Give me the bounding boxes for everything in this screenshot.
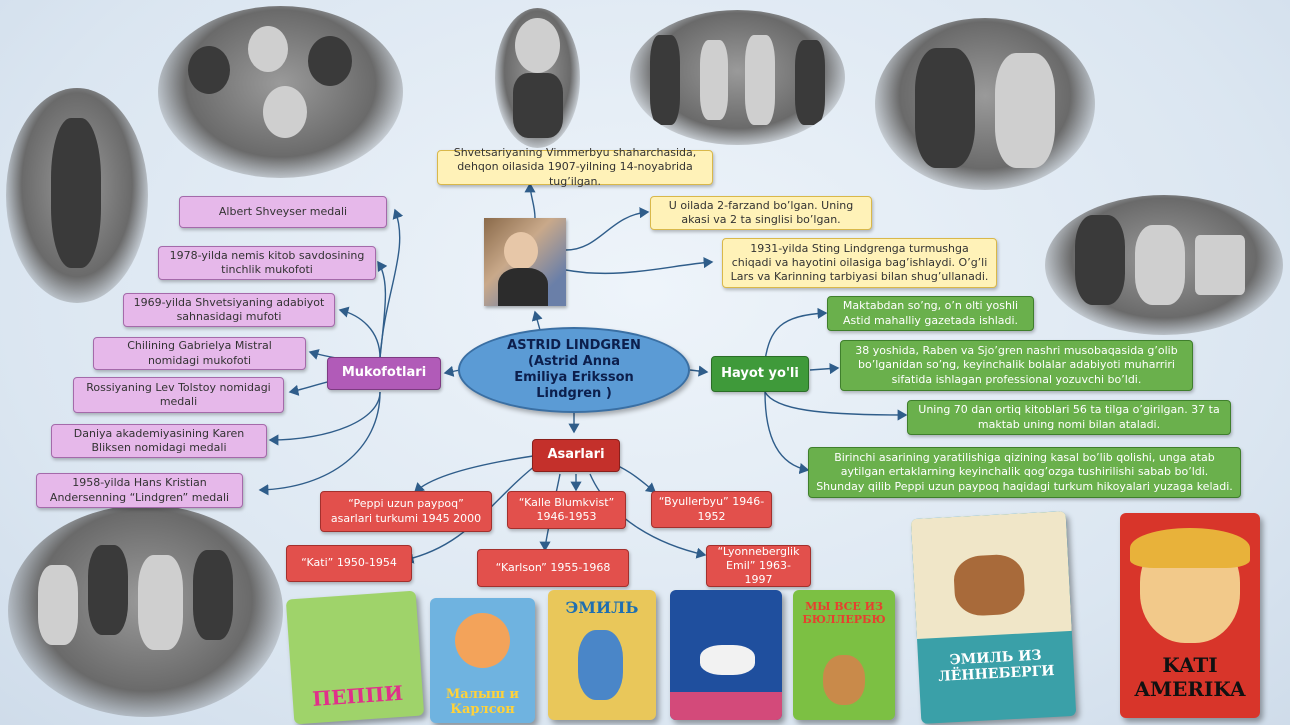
photo-group-top-left (158, 6, 403, 178)
book-cover-title: МЫ ВСЕ ИЗ БЮЛЛЕРБЮ (802, 600, 886, 626)
award-item: 1958-yilda Hans Kristian Andersenning “L… (36, 473, 243, 508)
book-cover: Малыш и Карлсон (430, 598, 535, 723)
work-item: “Kati” 1950-1954 (286, 545, 412, 582)
award-item: 1978-yilda nemis kitob savdosining tinch… (158, 246, 376, 280)
work-item: “Lyonneberglik Emil” 1963-1997 (706, 545, 811, 587)
award-item: Daniya akademiyasining Karen Bliksen nom… (51, 424, 267, 458)
photo-children-group (8, 505, 283, 717)
book-cover-title: ПЕППИ (311, 680, 404, 712)
book-cover-title: KATI AMERIKA (1134, 653, 1246, 701)
central-topic: ASTRID LINDGREN (Astrid Anna Emiliya Eri… (458, 327, 690, 413)
bio-marriage: 1931-yilda Sting Lindgrenga turmushga ch… (722, 238, 997, 288)
life-item: Uning 70 dan ortiq kitoblari 56 ta tilga… (907, 400, 1231, 435)
book-cover: ЭМИЛЬ (548, 590, 656, 720)
bio-birth: Shvetsariyaning Vimmerbyu shaharchasida,… (437, 146, 713, 188)
central-full-name-2: Emiliya Eriksson (514, 370, 634, 385)
book-cover: KATI AMERIKA (1120, 513, 1260, 718)
bio-siblings: U oilada 2-farzand bo’lgan. Uning akasi … (650, 196, 872, 230)
work-item: “Peppi uzun paypoq” asarlari turkumi 194… (320, 491, 492, 532)
central-full-name-1: (Astrid Anna (528, 353, 620, 369)
life-item: Maktabdan so’ng, o’n olti yoshli Astid m… (827, 296, 1034, 331)
central-full-name-3: Lindgren ) (536, 386, 612, 402)
hub-works: Asarlari (532, 439, 620, 472)
central-title: ASTRID LINDGREN (507, 337, 641, 353)
photo-mother-child (1045, 195, 1283, 335)
award-item: Rossiyaning Lev Tolstoy nomidagi medali (73, 377, 284, 413)
photo-couple (875, 18, 1095, 190)
work-item: “Byullerbyu” 1946-1952 (651, 491, 772, 528)
hub-life-path: Hayot yo'li (711, 356, 809, 392)
book-cover: ЭМИЛЬ ИЗ ЛЁННЕБЕРГИ (910, 511, 1077, 724)
life-item: Birinchi asarining yaratilishiga qizinin… (808, 447, 1241, 498)
life-item: 38 yoshida, Raben va Sjo’gren nashri mus… (840, 340, 1193, 391)
photo-family (630, 10, 845, 145)
hub-awards: Mukofotlari (327, 357, 441, 390)
work-item: “Kalle Blumkvist” 1946-1953 (507, 491, 626, 529)
book-cover-title: ЭМИЛЬ ИЗ ЛЁННЕБЕРГИ (937, 647, 1055, 685)
photo-statue (6, 88, 148, 303)
award-item: Albert Shveyser medali (179, 196, 387, 228)
work-item: “Karlson” 1955-1968 (477, 549, 629, 587)
award-item: Chilining Gabrielya Mistral nomidagi muk… (93, 337, 306, 370)
portrait-photo (484, 218, 566, 306)
award-item: 1969-yilda Shvetsiyaning adabiyot sahnas… (123, 293, 335, 327)
book-cover (670, 590, 782, 720)
book-cover-title: Малыш и Карлсон (445, 687, 520, 717)
book-cover: ПЕППИ (285, 590, 425, 725)
book-cover-title: ЭМИЛЬ (565, 598, 639, 617)
photo-child (495, 8, 580, 148)
book-cover: МЫ ВСЕ ИЗ БЮЛЛЕРБЮ (793, 590, 895, 720)
